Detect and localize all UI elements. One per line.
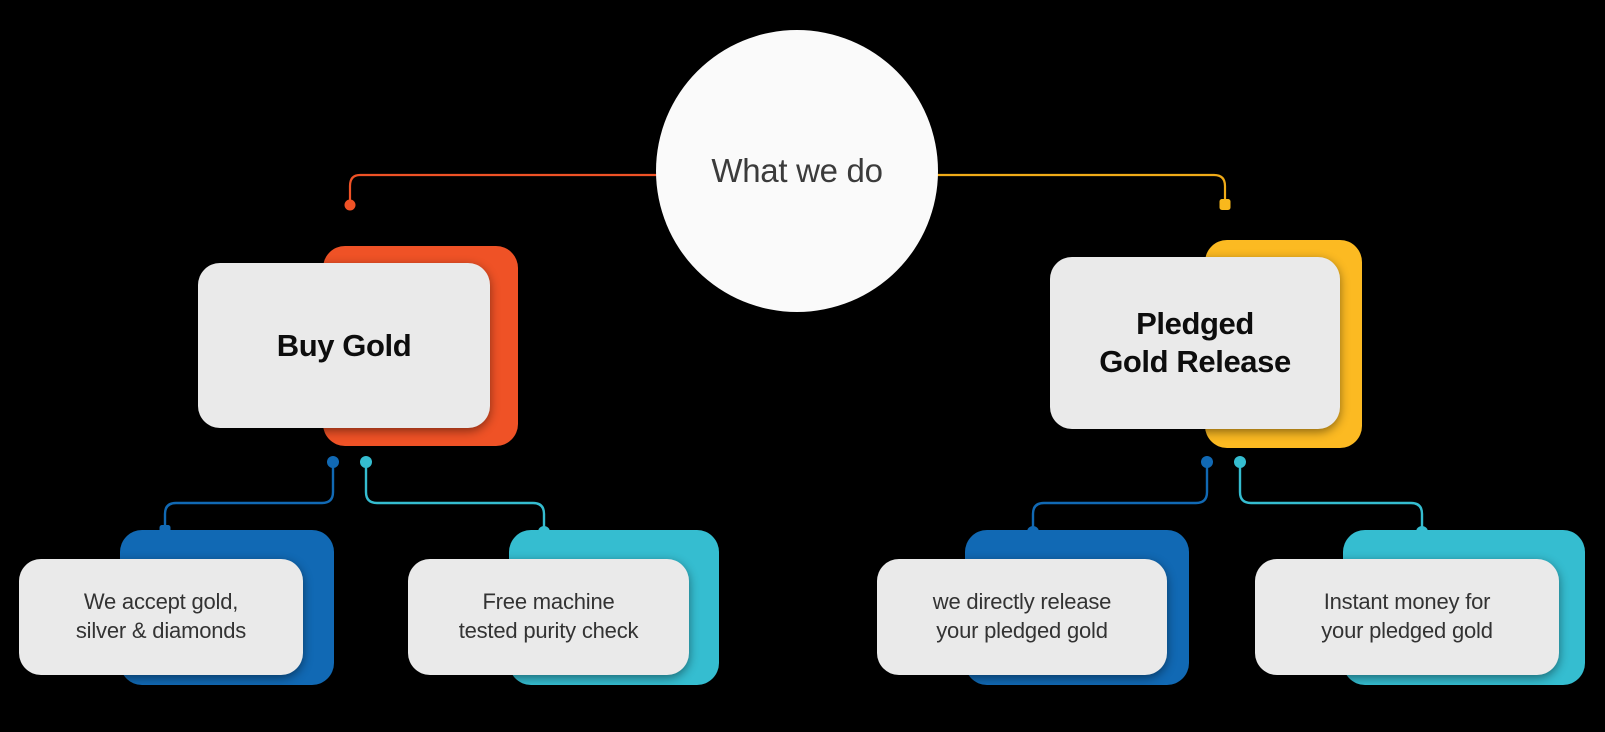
card-surface-purity-check: Free machine tested purity check xyxy=(408,559,689,675)
node-label-purity-check: Free machine tested purity check xyxy=(458,589,639,643)
node-label-instant-money: Instant money for your pledged gold xyxy=(1321,589,1493,643)
card-surface-buy-gold: Buy Gold xyxy=(198,263,490,428)
root-node-what-we-do[interactable]: What we do xyxy=(656,30,938,312)
node-card-instant-money[interactable]: Instant money for your pledged gold xyxy=(1255,530,1585,685)
node-label-direct-release: we directly release your pledged gold xyxy=(932,589,1112,643)
root-node-label: What we do xyxy=(711,152,883,189)
connector-buy-gold-to-purity-check xyxy=(360,456,550,538)
node-label-accept-metals: We accept gold, silver & diamonds xyxy=(75,589,247,643)
node-card-purity-check[interactable]: Free machine tested purity check xyxy=(408,530,719,685)
card-surface-accept-metals: We accept gold, silver & diamonds xyxy=(19,559,303,675)
card-surface-instant-money: Instant money for your pledged gold xyxy=(1255,559,1559,675)
connector-pledged-to-direct-release xyxy=(1027,456,1213,538)
card-surface-pledged-gold-release: Pledged Gold Release xyxy=(1050,257,1340,429)
node-label-buy-gold: Buy Gold xyxy=(276,327,412,363)
node-card-direct-release[interactable]: we directly release your pledged gold xyxy=(877,530,1189,685)
connector-pledged-to-instant-money xyxy=(1234,456,1428,538)
node-label-pledged-gold-release: Pledged Gold Release xyxy=(1099,306,1291,379)
connector-buy-gold-to-accept-metals xyxy=(159,456,339,536)
node-card-buy-gold[interactable]: Buy Gold xyxy=(198,246,518,446)
node-card-pledged-gold-release[interactable]: Pledged Gold Release xyxy=(1050,240,1362,448)
node-card-accept-metals[interactable]: We accept gold, silver & diamonds xyxy=(19,530,334,685)
card-surface-direct-release: we directly release your pledged gold xyxy=(877,559,1167,675)
